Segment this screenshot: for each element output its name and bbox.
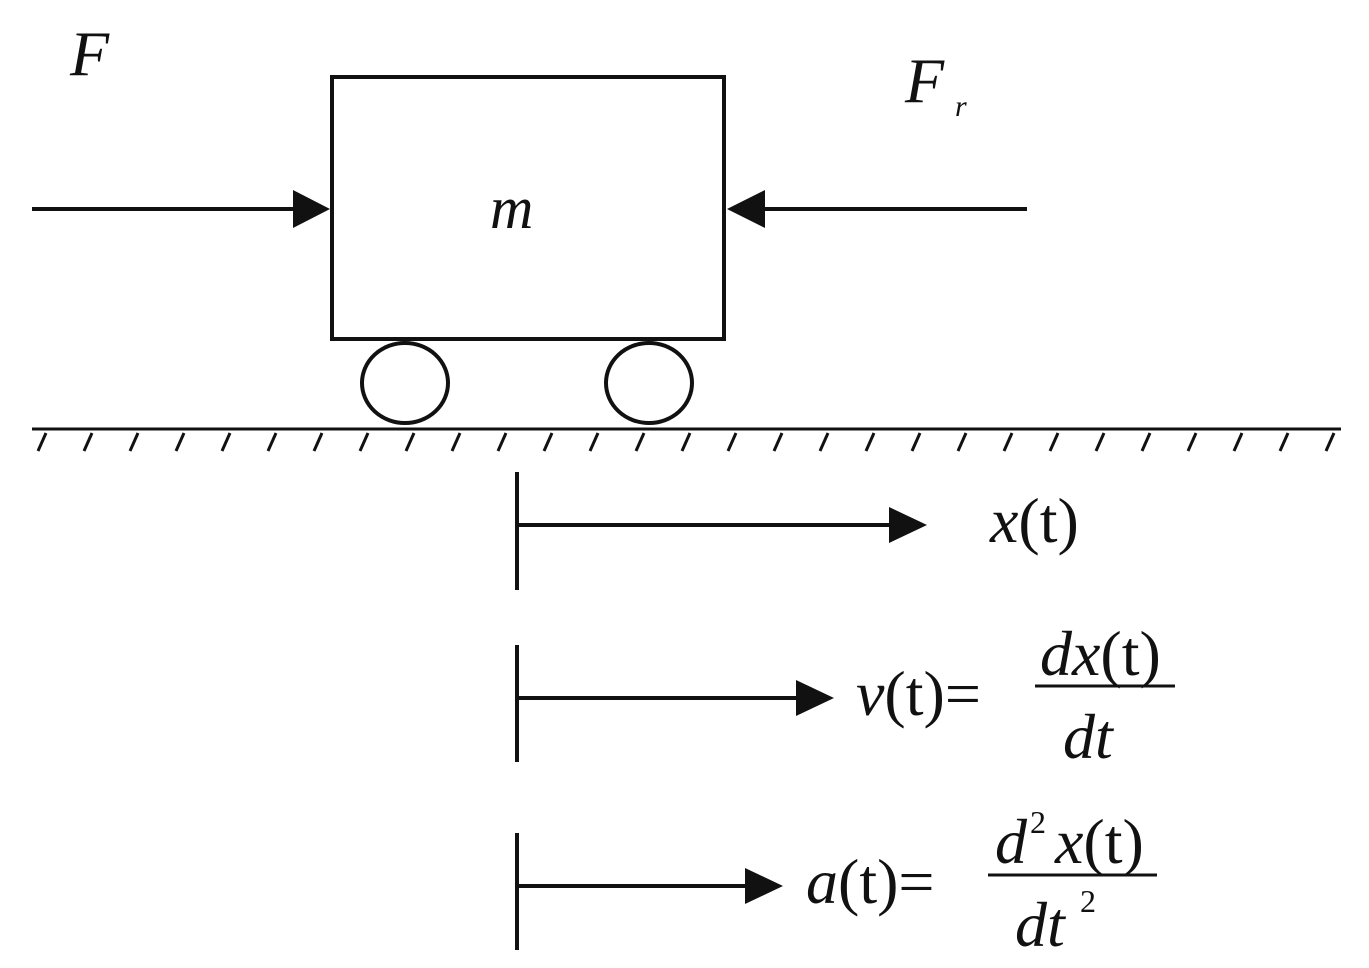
velocity-numerator: dx(t): [1040, 618, 1161, 689]
ground-hatch: [82, 432, 94, 452]
ground-hatch: [956, 432, 968, 452]
ground-hatch: [726, 432, 738, 452]
ground-hatch: [818, 432, 830, 452]
ground-hatch: [404, 432, 416, 452]
ground-hatch: [1278, 432, 1290, 452]
ground-hatch: [1232, 432, 1244, 452]
svg-text:r: r: [955, 90, 967, 123]
ground-hatch: [680, 432, 692, 452]
ground-hatch: [1140, 432, 1152, 452]
ground-hatch: [358, 432, 370, 452]
ground-hatch: [1186, 432, 1198, 452]
force-label: F: [69, 18, 110, 89]
ground-hatch: [1002, 432, 1014, 452]
mass-block: [330, 75, 726, 341]
svg-text:2: 2: [1080, 883, 1096, 919]
friction-force-label: F r: [904, 45, 967, 123]
mass-label: m: [490, 175, 533, 241]
ground-hatch: [1094, 432, 1106, 452]
ground: [32, 427, 1341, 452]
ground-hatch: [910, 432, 922, 452]
ground-hatch: [772, 432, 784, 452]
velocity-indicator: [515, 645, 834, 762]
ground-hatch: [542, 432, 554, 452]
position-indicator: [515, 472, 927, 590]
acceleration-indicator: [515, 833, 783, 950]
ground-hatch: [36, 432, 48, 452]
ground-hatch: [266, 432, 278, 452]
svg-text:v(t)=: v(t)=: [856, 658, 981, 729]
ground-hatch: [174, 432, 186, 452]
friction-force-arrow: [727, 190, 1027, 228]
svg-text:a(t)=: a(t)=: [806, 846, 935, 917]
acceleration-numerator: d 2 x(t): [995, 804, 1144, 877]
velocity-label: v(t)= dx(t) dt: [856, 618, 1175, 772]
right-wheel: [604, 341, 694, 425]
ground-hatch: [312, 432, 324, 452]
ground-hatch: [1324, 432, 1336, 452]
ground-hatch: [496, 432, 508, 452]
ground-hatch: [634, 432, 646, 452]
velocity-denominator: dt: [1063, 701, 1115, 772]
ground-hatch: [128, 432, 140, 452]
ground-hatch: [450, 432, 462, 452]
svg-text:F: F: [904, 45, 945, 116]
svg-text:dt: dt: [1015, 889, 1067, 960]
applied-force-arrow: [32, 190, 330, 228]
svg-text:d: d: [995, 806, 1028, 877]
position-label: x(t): [989, 485, 1079, 556]
svg-text:2: 2: [1030, 804, 1046, 840]
ground-hatch: [1048, 432, 1060, 452]
acceleration-label: a(t)= d 2 x(t) dt 2: [806, 804, 1157, 960]
acceleration-denominator: dt 2: [1015, 883, 1096, 960]
ground-hatch: [220, 432, 232, 452]
left-wheel: [360, 341, 450, 425]
ground-hatch: [864, 432, 876, 452]
svg-text:x(t): x(t): [1054, 806, 1144, 877]
ground-hatch: [588, 432, 600, 452]
